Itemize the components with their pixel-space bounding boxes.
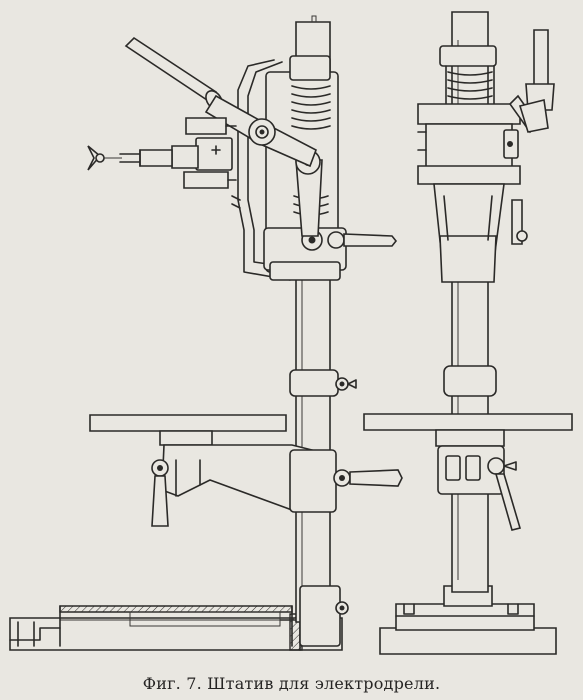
front-view-base bbox=[380, 586, 556, 654]
side-view-base bbox=[10, 606, 342, 650]
front-view-collar bbox=[444, 366, 496, 396]
side-view-table bbox=[90, 415, 402, 526]
front-view-feed-lever bbox=[510, 30, 554, 132]
side-view-head bbox=[232, 56, 396, 280]
side-view-drill-mount bbox=[88, 118, 236, 188]
front-view bbox=[364, 12, 572, 654]
side-view-feed-lever bbox=[126, 38, 316, 166]
side-view-collar bbox=[290, 370, 356, 396]
front-view-head bbox=[418, 46, 527, 282]
front-view-table bbox=[364, 414, 572, 530]
side-view bbox=[10, 16, 402, 650]
figure-caption: Фиг. 7. Штатив для электродрели. bbox=[142, 674, 441, 693]
